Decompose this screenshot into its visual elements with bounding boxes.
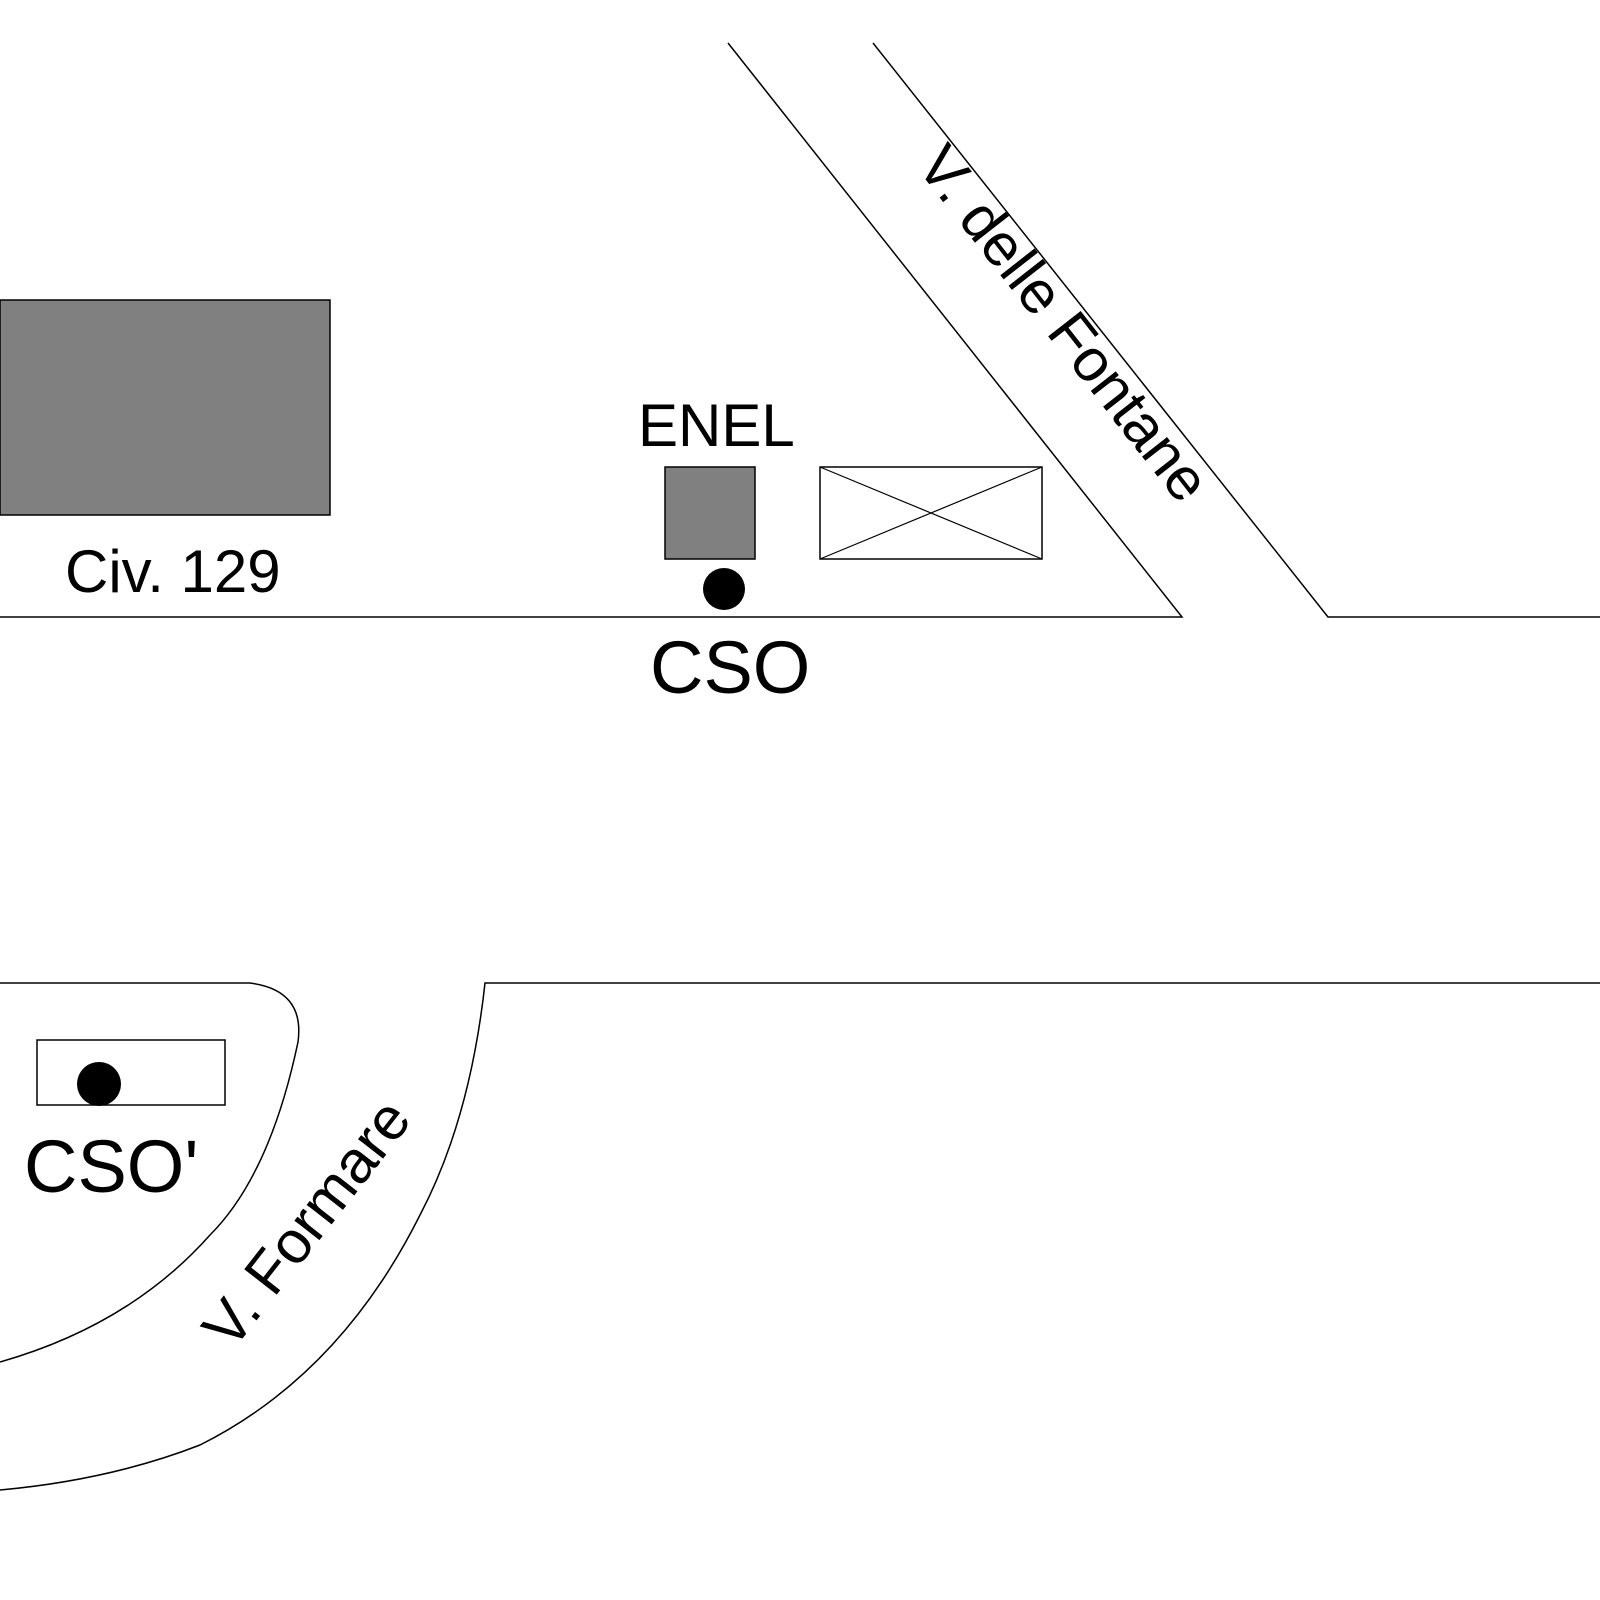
building-number-label: Civ. 129	[65, 538, 281, 605]
street-label-formare: V. Formare	[189, 1087, 423, 1360]
road-edge-upper-right	[872, 42, 1600, 618]
road-edge-upper-left	[0, 42, 1184, 618]
building-civ-129	[0, 299, 331, 516]
cso-prime-marker-icon	[77, 1062, 121, 1106]
enel-label: ENEL	[638, 392, 795, 459]
cso-marker-icon	[703, 568, 745, 610]
crossed-box-icon	[819, 466, 1043, 560]
road-edge-lower-left	[0, 982, 300, 1363]
cso-prime-box	[36, 1039, 226, 1106]
road-edge-lower-right	[0, 982, 1600, 1491]
cso-label: CSO	[650, 626, 810, 709]
street-label-fontane: V. delle Fontane	[905, 133, 1223, 514]
cso-prime-label: CSO'	[24, 1125, 199, 1208]
enel-cabin	[664, 466, 756, 560]
